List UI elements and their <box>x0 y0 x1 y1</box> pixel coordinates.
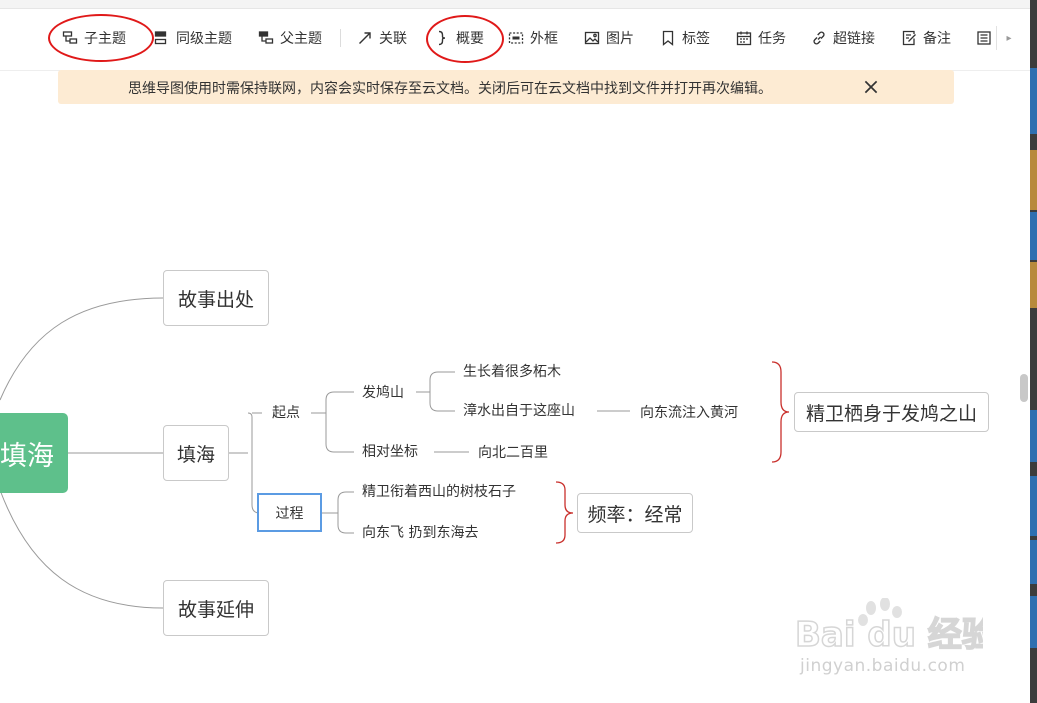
notice-banner: 思维导图使用时需保持联网，内容会实时保存至云文档。关闭后可在云文档中找到文件并打… <box>58 70 954 104</box>
leaf-zhang-river-source[interactable]: 漳水出自于这座山 <box>463 403 575 419</box>
subtopic-process[interactable]: 过程 <box>257 493 322 532</box>
note-button[interactable]: 备注 <box>901 26 951 50</box>
bookmark-tag-icon <box>662 30 674 46</box>
subtopic-button[interactable]: 子主题 <box>62 26 126 50</box>
root-topic-label: 填海 <box>0 440 54 472</box>
close-icon[interactable] <box>862 78 880 96</box>
task-label: 任务 <box>758 31 786 47</box>
subtopic-start[interactable]: 起点 <box>272 405 300 421</box>
topic-story-origin-label: 故事出处 <box>177 288 254 311</box>
vertical-scrollbar-thumb[interactable] <box>1020 374 1028 402</box>
sibling-topic-label: 同级主题 <box>176 31 232 47</box>
tag-label: 标签 <box>682 31 710 47</box>
topic-story-extension-label: 故事延伸 <box>177 598 254 621</box>
summary-frequency[interactable]: 频率：经常 <box>577 493 693 533</box>
leaf-grows-zhe-wood[interactable]: 生长着很多柘木 <box>463 364 561 380</box>
leaf-relative-coords[interactable]: 相对坐标 <box>362 444 418 460</box>
image-button[interactable]: 图片 <box>584 26 634 50</box>
sibling-topic-button[interactable]: 同级主题 <box>154 26 232 50</box>
notice-text: 思维导图使用时需保持联网，内容会实时保存至云文档。关闭后可在云文档中找到文件并打… <box>128 81 772 97</box>
summary-frequency-label: 频率：经常 <box>587 503 683 526</box>
note-icon <box>902 30 916 46</box>
summary-button[interactable]: 概要 <box>434 26 484 50</box>
watermark-logo-text: Bai du 经验 <box>795 615 983 655</box>
subtopic-icon <box>62 31 78 44</box>
toolbar-separator <box>340 29 341 47</box>
summary-brace-icon <box>438 30 446 46</box>
summary-jingwei-home-label: 精卫栖身于发鸠之山 <box>805 402 977 425</box>
boundary-label: 外框 <box>530 31 558 47</box>
summary-jingwei-home[interactable]: 精卫栖身于发鸠之山 <box>794 392 989 432</box>
note-label: 备注 <box>923 31 951 47</box>
hyperlink-icon <box>813 31 825 45</box>
toolbar-top-strip <box>0 0 1030 9</box>
baidu-jingyan-watermark: Bai du 经验 <box>794 598 983 656</box>
sibling-topic-icon <box>154 31 167 45</box>
watermark-url: jingyan.baidu.com <box>800 656 966 676</box>
subtopic-process-label: 过程 <box>275 505 304 522</box>
subtopic-label: 子主题 <box>84 31 126 47</box>
parent-topic-icon <box>258 31 274 44</box>
relation-arrow-icon <box>359 32 371 44</box>
leaf-fajiu-mountain[interactable]: 发鸠山 <box>362 385 404 401</box>
boundary-button[interactable]: 外框 <box>508 26 558 50</box>
leaf-flows-east-yellow-river[interactable]: 向东流注入黄河 <box>640 405 738 421</box>
image-icon <box>584 31 600 45</box>
task-calendar-icon <box>736 31 752 46</box>
topic-story-extension[interactable]: 故事延伸 <box>163 580 269 636</box>
task-button[interactable]: 任务 <box>736 26 786 50</box>
hyperlink-label: 超链接 <box>833 31 875 47</box>
relation-button[interactable]: 关联 <box>357 26 407 50</box>
topic-tianhai[interactable]: 填海 <box>163 425 229 481</box>
leaf-carry-stones[interactable]: 精卫衔着西山的树枝石子 <box>362 484 516 500</box>
adjacent-window-strip <box>1030 0 1037 703</box>
boundary-icon <box>508 32 524 44</box>
tag-button[interactable]: 标签 <box>660 26 710 50</box>
root-topic[interactable]: 填海 <box>0 413 68 493</box>
summary-label: 概要 <box>456 31 484 47</box>
chevron-right-icon: ▸ <box>1006 32 1012 44</box>
parent-topic-button[interactable]: 父主题 <box>258 26 322 50</box>
outline-view-button[interactable] <box>976 26 992 50</box>
hyperlink-button[interactable]: 超链接 <box>811 26 875 50</box>
parent-topic-label: 父主题 <box>280 31 322 47</box>
topic-story-origin[interactable]: 故事出处 <box>163 270 269 326</box>
outline-view-icon <box>977 31 991 45</box>
relation-label: 关联 <box>379 31 407 47</box>
topic-tianhai-label: 填海 <box>176 443 215 466</box>
leaf-north-200li[interactable]: 向北二百里 <box>478 445 548 461</box>
toolbar: 子主题 同级主题 父主题 关联 概要 外框 图片 <box>0 0 1030 71</box>
toolbar-more-button[interactable]: ▸ <box>996 26 1021 50</box>
image-label: 图片 <box>606 31 634 47</box>
leaf-fly-east-drop[interactable]: 向东飞 扔到东海去 <box>362 525 479 541</box>
